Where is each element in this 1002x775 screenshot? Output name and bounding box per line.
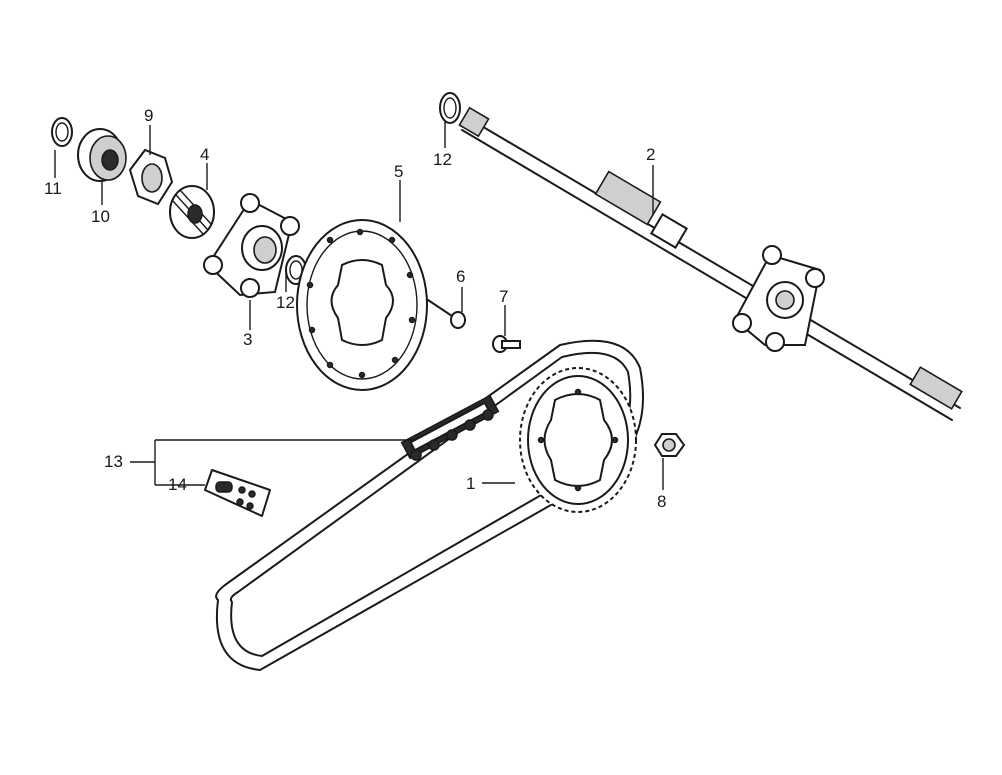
callout-7: 7 (499, 287, 508, 306)
axle-hub-flange (732, 245, 825, 352)
brake-disc-holes (306, 228, 416, 379)
callout-12-middle: 12 (276, 293, 295, 312)
callout-8: 8 (657, 492, 666, 511)
spline-end-left (458, 106, 490, 138)
brake-disc-5 (296, 219, 428, 391)
callout-1: 1 (466, 474, 475, 493)
spline-end-right (909, 366, 963, 410)
callout-4: 4 (200, 145, 209, 164)
circlip-11 (51, 117, 73, 147)
sprocket-1 (519, 367, 637, 513)
drive-chain (215, 339, 644, 671)
callout-labels: 1 2 3 4 5 6 7 8 9 10 11 12 12 13 14 (44, 106, 666, 511)
nut-8 (653, 433, 686, 457)
callout-10: 10 (91, 207, 110, 226)
bolt-6 (427, 299, 466, 329)
chain-links (400, 394, 500, 461)
callout-12-top: 12 (433, 150, 452, 169)
circlip-12-top (439, 92, 461, 124)
callout-6: 6 (456, 267, 465, 286)
callout-14: 14 (168, 475, 187, 494)
needle-bearing-4 (169, 185, 215, 239)
bearing-10 (77, 128, 127, 182)
nut-9 (128, 148, 174, 206)
rear-axle (458, 106, 963, 421)
callout-9: 9 (144, 106, 153, 125)
bolt-7 (492, 335, 521, 353)
callout-11: 11 (44, 179, 62, 198)
leader-lines (54, 122, 664, 490)
callout-13: 13 (104, 452, 123, 471)
hub-3 (203, 193, 300, 298)
callout-5: 5 (394, 162, 403, 181)
callout-3: 3 (243, 330, 252, 349)
callout-2: 2 (646, 145, 655, 164)
master-link-14 (204, 469, 271, 517)
